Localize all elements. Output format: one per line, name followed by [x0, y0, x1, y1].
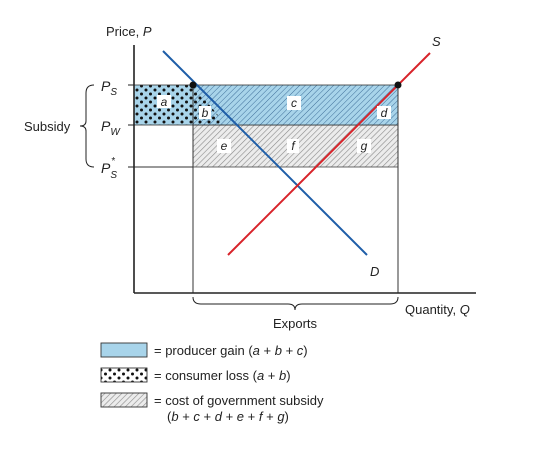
exports-label: Exports	[273, 316, 318, 331]
demand-label: D	[370, 264, 379, 279]
gov-cost-formula-part: +	[222, 409, 237, 424]
label-box-f	[287, 139, 299, 153]
gov-cost-formula-part: b	[171, 409, 178, 424]
legend-producer-gain: = producer gain (a + b + c)	[154, 343, 308, 358]
consumer-formula-part: b	[279, 368, 286, 383]
price-label-ps: PS	[101, 78, 117, 98]
subsidy-brace	[79, 84, 95, 168]
area-label-b: b	[202, 106, 209, 120]
producer-formula-part: +	[282, 343, 297, 358]
price-label-pw: PW	[101, 118, 121, 138]
subsidy-label: Subsidy	[24, 119, 71, 134]
label-box-d	[377, 106, 391, 119]
price-label-ps-star: PS*	[101, 156, 117, 181]
producer-formula-part: c	[297, 343, 304, 358]
legend-gov-cost-line1: = cost of government subsidy	[154, 393, 324, 408]
legend-consumer-loss: = consumer loss (a + b)	[154, 368, 291, 383]
area-label-g: g	[361, 139, 368, 153]
label-box-a	[157, 95, 171, 108]
label-box-c	[287, 96, 301, 110]
demand-line	[162, 50, 368, 256]
gov-cost-formula-part: +	[179, 409, 194, 424]
legend-swatch-consumer	[100, 367, 148, 383]
label-box-e	[217, 139, 231, 153]
producer-formula-part: a	[253, 343, 260, 358]
label-box-g	[357, 139, 371, 153]
gov-cost-formula-part: +	[244, 409, 259, 424]
gov-cost-formula-part: c	[193, 409, 200, 424]
x-axis-label: Quantity, Q	[405, 302, 470, 317]
supply-point-ps	[394, 81, 402, 89]
producer-formula-part: b	[275, 343, 282, 358]
label-box-b	[199, 106, 211, 119]
producer-formula-part: +	[260, 343, 275, 358]
consumer-formula-part: +	[264, 368, 279, 383]
area-label-c: c	[291, 96, 297, 110]
y-axis-label: Price, P	[106, 24, 152, 39]
consumer-formula-part: a	[257, 368, 264, 383]
gov-cost-formula-part: g	[277, 409, 285, 424]
gov-cost-formula-part: d	[215, 409, 223, 424]
area-label-d: d	[381, 106, 388, 120]
legend-swatch-subsidy	[100, 392, 148, 408]
gov-cost-formula-part: +	[262, 409, 277, 424]
area-label-a: a	[161, 95, 168, 109]
area-label-f: f	[291, 139, 296, 153]
legend-gov-cost-line2: (b + c + d + e + f + g)	[167, 409, 289, 424]
exports-brace	[192, 296, 399, 311]
area-label-e: e	[221, 139, 228, 153]
gov-cost-formula-part: +	[200, 409, 215, 424]
gov-cost-formula-part: e	[237, 409, 244, 424]
legend-swatch-producer	[100, 342, 148, 358]
gov-cost-formula-part: f	[259, 409, 264, 424]
supply-label: S	[432, 34, 441, 49]
demand-point-ps	[189, 81, 197, 89]
